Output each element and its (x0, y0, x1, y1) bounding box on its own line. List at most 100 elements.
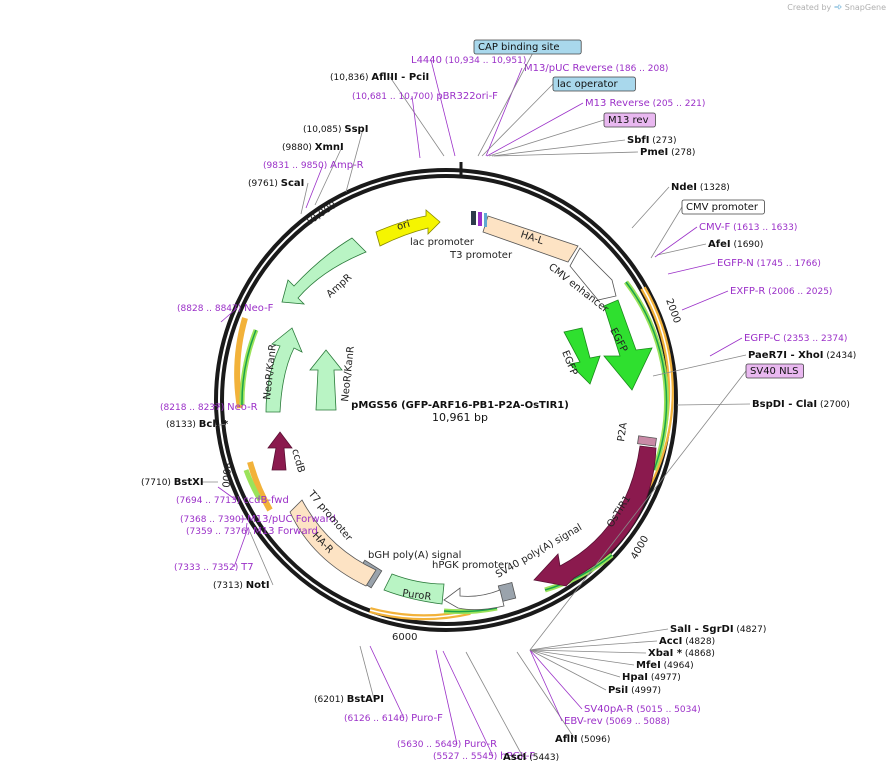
label-t7: (7333 .. 7352) T7 (174, 527, 254, 573)
psii-text: PsiI (4997) (608, 685, 661, 696)
ccdb-feature (267, 431, 293, 471)
label-mfei: MfeI (4964) (529, 649, 694, 671)
neo-f-text: (8828 .. 8847) Neo-F (177, 303, 274, 314)
m13rev-box-text: M13 rev (608, 115, 649, 126)
ori-feature (375, 209, 441, 247)
egfp-c-leader (709, 337, 743, 357)
sali-text: SalI - SgrDI (4827) (670, 624, 766, 635)
label-egfp-c: EGFP-C (2353 .. 2374) (709, 333, 847, 357)
label-noti: (7313) NotI (213, 531, 274, 591)
backbone-outer (214, 168, 678, 632)
label-bspdi: BspDI - ClaI (2700) (676, 399, 850, 410)
sv40nls-text: SV40 NLS (750, 366, 799, 377)
xmni-text: (9880) XmnI (282, 142, 344, 153)
label-egfp-n: EGFP-N (1745 .. 1766) (667, 258, 821, 275)
neor-outer-feature (265, 327, 303, 413)
scai-leader (300, 182, 309, 215)
pmei-leader (493, 151, 639, 157)
label-cap-site: CAP binding site (473, 39, 582, 157)
ccdb-fwd-text: (7694 .. 7713) ccdB-fwd (176, 495, 289, 506)
label-psii: PsiI (4997) (529, 649, 661, 696)
brand-name: SnapGene (844, 3, 886, 12)
pbr322ori-text: (10,681 .. 10,700) pBR322ori-F (352, 91, 498, 102)
ampr-feature (281, 237, 367, 305)
label-afei: AfeI (1690) (656, 239, 763, 256)
xbai-leader (529, 649, 647, 654)
neo-r-text: (8218 .. 8237) Neo-R (160, 402, 258, 413)
brand-prefix: Created by (787, 3, 832, 12)
label-hpgk-f: (5527 .. 5545) hPGK-F (433, 650, 535, 762)
hpgk-f-text: (5527 .. 5545) hPGK-F (433, 751, 535, 762)
label-sbfi: SbfI (273) (491, 135, 677, 157)
label-sspi: (10,085) SspI (303, 124, 368, 193)
m13puc-rev-text: M13/pUC Reverse (186 .. 208) (524, 63, 668, 74)
m13puc-rev-leader (485, 67, 523, 157)
label-hpai: HpaI (4977) (529, 649, 681, 683)
m13-fwd-primer-leader (245, 522, 248, 532)
sbfi-leader (491, 139, 626, 157)
label-ebv-rev: EBV-rev (5069 .. 5088) (529, 649, 670, 727)
aflii-leader (516, 651, 576, 740)
ostir1-feature (533, 445, 657, 587)
sv40pa-r-leader (529, 649, 583, 710)
green-track-center (241, 281, 668, 613)
m13-reverse-leader (486, 102, 584, 157)
bspdi-text: BspDI - ClaI (2700) (752, 399, 850, 410)
ndei-text: NdeI (1328) (671, 182, 730, 193)
cmv-promoter-box-leader (650, 206, 683, 259)
plasmid-name: pMGS56 (GFP-ARF16-PB1-P2A-OsTIR1) (351, 400, 569, 411)
mfei-text: MfeI (4964) (636, 660, 694, 671)
bcli-text: (8133) BclI * (166, 419, 229, 430)
ampr-primer-text: (9831 .. 9850) Amp-R (263, 160, 364, 171)
egfp-n-text: EGFP-N (1745 .. 1766) (717, 258, 821, 269)
p2a-feature (637, 435, 657, 447)
m13-reverse-text: M13 Reverse (205 .. 221) (585, 98, 705, 109)
label-paer7i: PaeR7I - XhoI (2434) (652, 350, 856, 377)
label-m13-fwd-primer: (7359 .. 7376) M13 Forward (186, 522, 318, 537)
label-scai: (9761) ScaI (248, 178, 309, 215)
feature-label-neor-inner: NeoR/KanR (340, 346, 357, 403)
label-m13puc-rev: M13/pUC Reverse (186 .. 208) (485, 63, 668, 157)
m13puc-fwd-text: (7368 .. 7390) M13/pUC Forward (180, 514, 336, 525)
feature-label-ampr: AmpR (325, 272, 355, 300)
ebv-rev-text: EBV-rev (5069 .. 5088) (564, 716, 670, 727)
bcli-leader (213, 423, 227, 427)
ampr-primer-leader (305, 164, 324, 209)
cmv-enhancer-feature (569, 247, 617, 301)
noti-leader (249, 531, 274, 586)
afei-text: AfeI (1690) (708, 239, 763, 250)
m13-fwd-primer-text: (7359 .. 7376) M13 Forward (186, 526, 318, 537)
feature-label-bgh-polya: bGH poly(A) signal (368, 550, 461, 561)
psii-leader (529, 649, 607, 691)
tick-label-2000: 2000 (663, 297, 682, 325)
lac-t3-features (471, 211, 487, 227)
acci-text: AccI (4828) (659, 636, 715, 647)
asci-text: AscI (5443) (503, 752, 559, 763)
label-sali: SalI - SgrDI (4827) (529, 624, 766, 651)
cmv-promoter-box-text: CMV promoter (686, 202, 759, 213)
puror-feature (383, 573, 445, 605)
exfp-r-leader (681, 290, 729, 311)
label-bstxi: (7710) BstXI (141, 477, 218, 488)
label-exfp-r: EXFP-R (2006 .. 2025) (681, 286, 832, 311)
l4440-text: L4440 (10,934 .. 10,951) (411, 55, 526, 66)
label-afliii: (10,836) AflIII - PciI (330, 72, 445, 157)
feature-label-hpgk-promoter: hPGK promoter (432, 560, 509, 571)
hpgk-promoter-feature (443, 587, 505, 610)
label-aflii: AflII (5096) (516, 651, 610, 745)
feature-label-t3-promoter: T3 promoter (449, 250, 513, 261)
bstapi-text: (6201) BstAPI (314, 694, 384, 705)
t7-text: (7333 .. 7352) T7 (174, 562, 254, 573)
label-m13rev-box: M13 rev (488, 112, 656, 157)
feature-label-lac-promoter: lac promoter (410, 237, 475, 248)
sv40nls-leader (529, 370, 747, 651)
snapgene-brand: Created by ➾ SnapGene (787, 2, 886, 13)
label-pmei: PmeI (278) (493, 147, 695, 158)
egfp-c-text: EGFP-C (2353 .. 2374) (744, 333, 847, 344)
bspdi-leader (676, 403, 751, 406)
lac-operator-text: lac operator (557, 79, 618, 90)
asci-leader (465, 651, 524, 758)
acci-leader (529, 640, 658, 651)
noti-text: (7313) NotI (213, 580, 270, 591)
